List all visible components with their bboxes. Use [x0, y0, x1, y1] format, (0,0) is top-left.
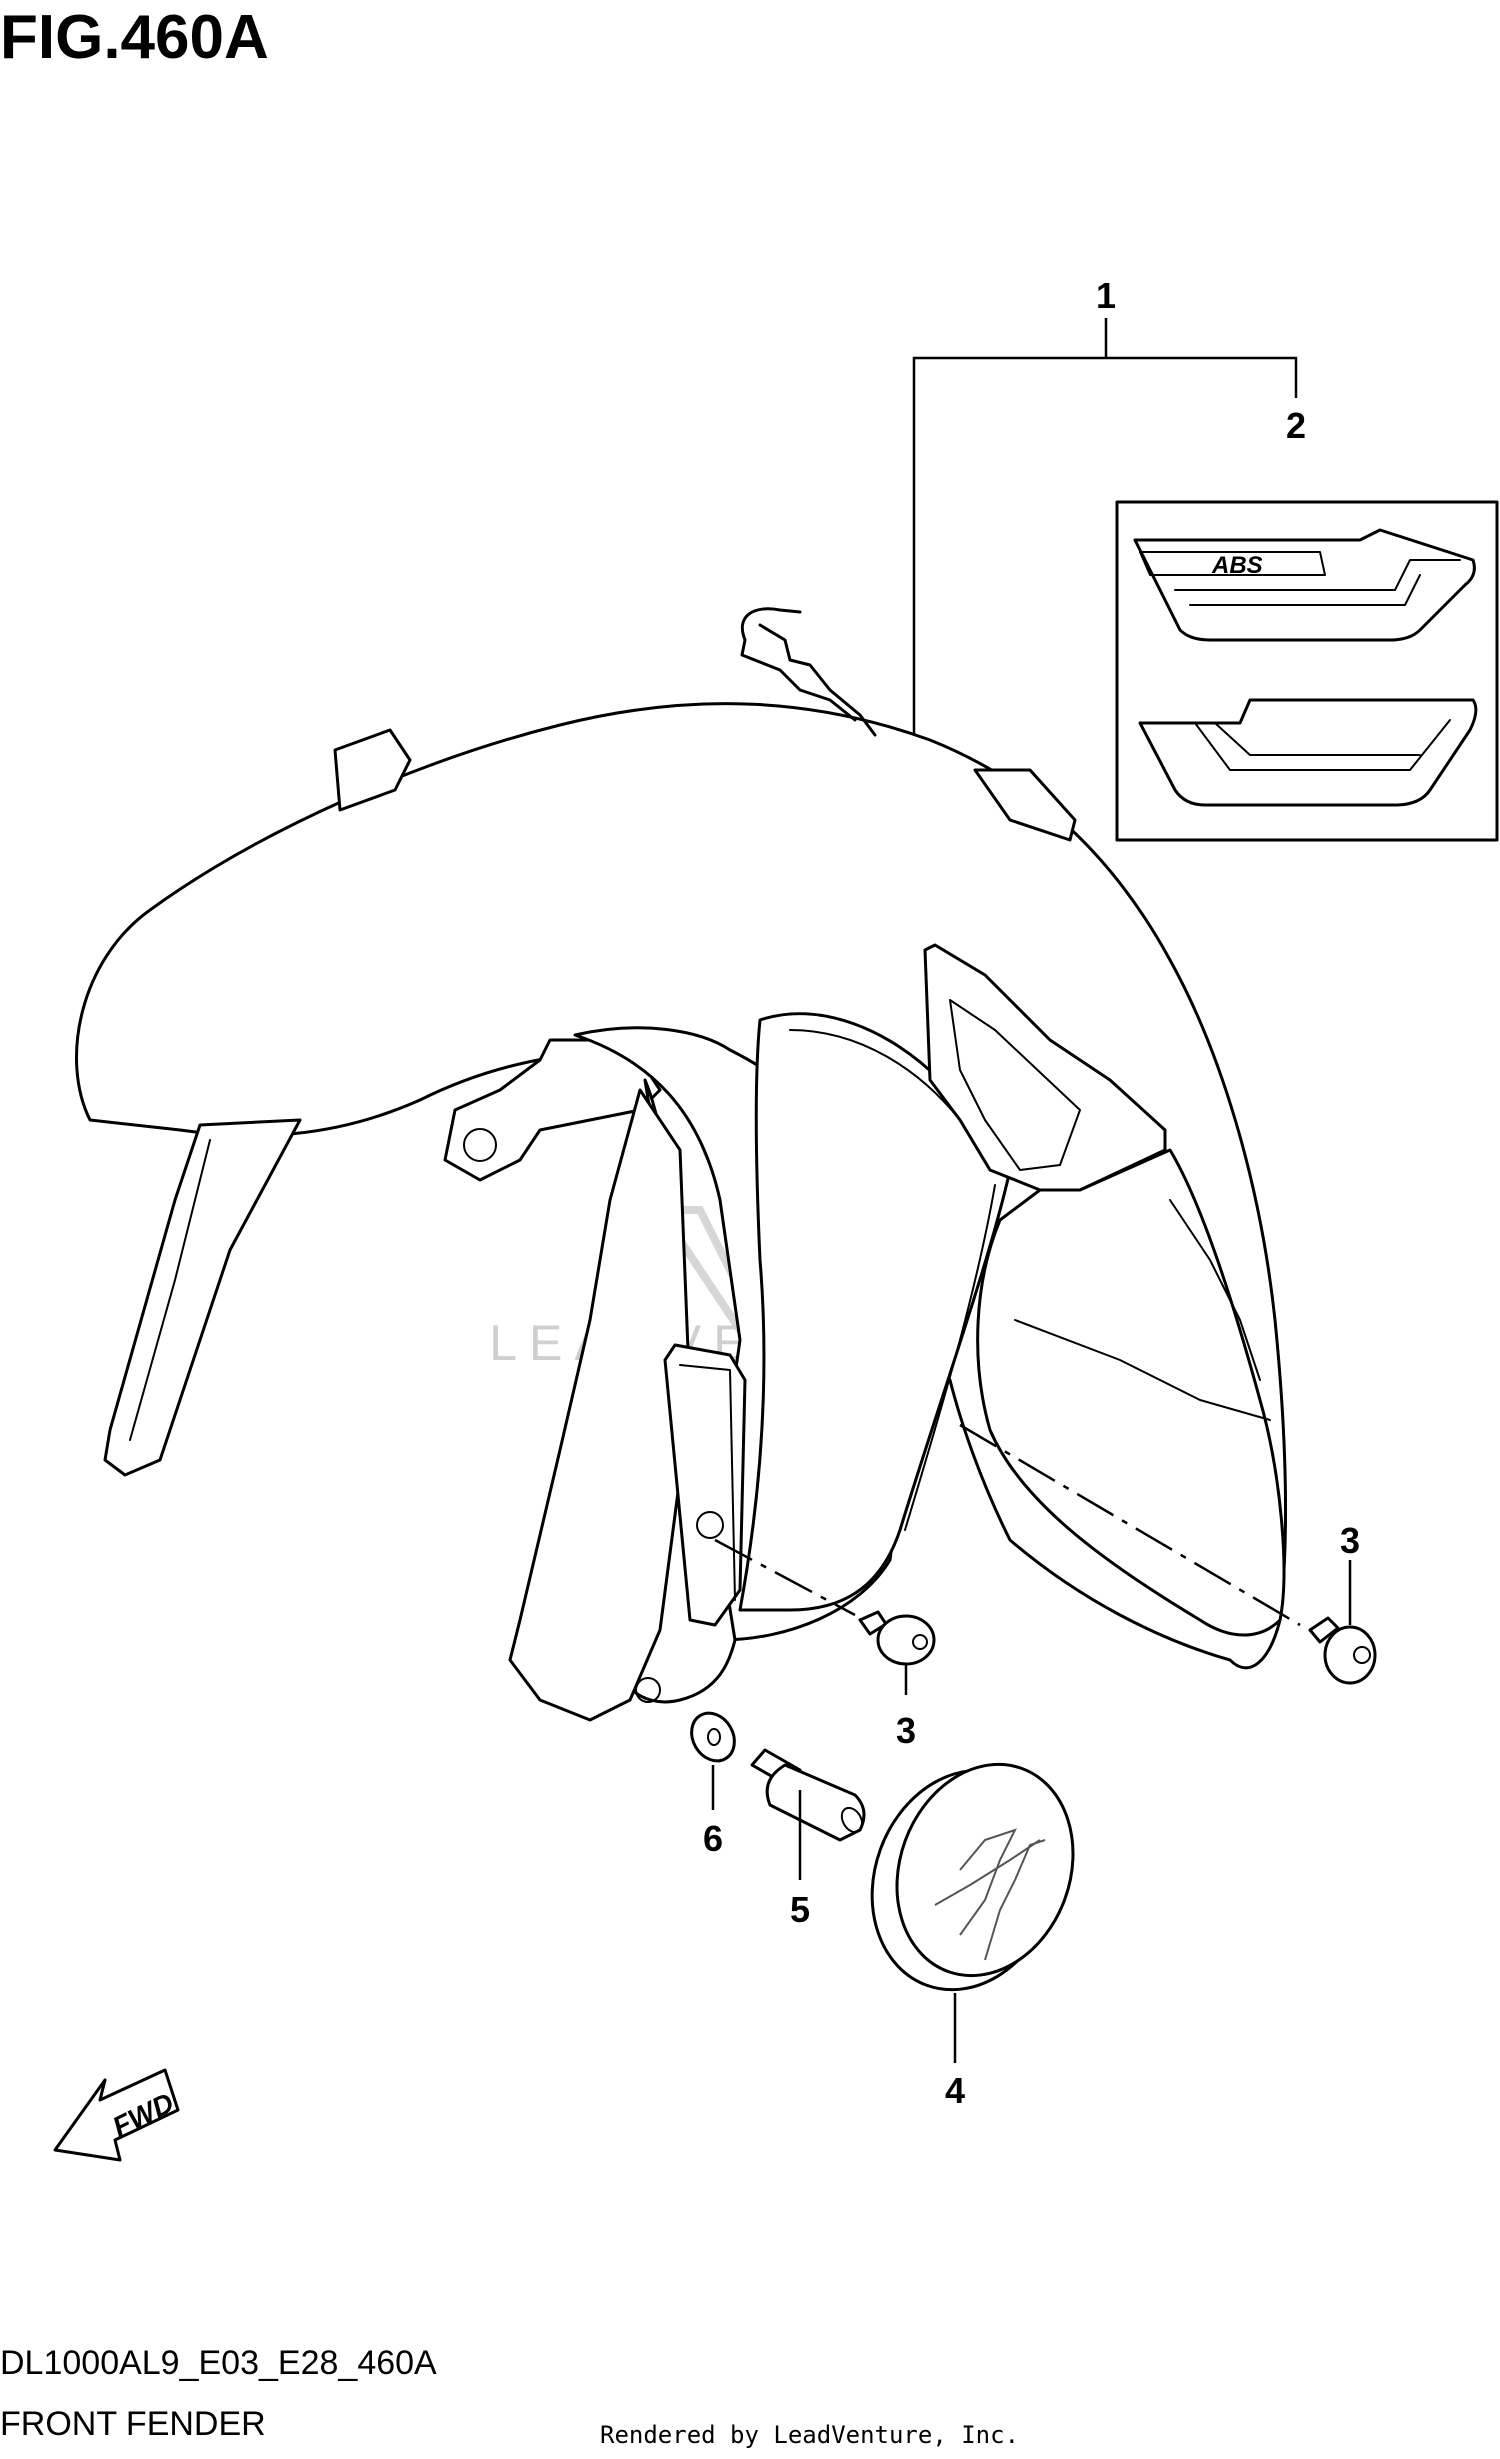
rendered-by: Rendered by LeadVenture, Inc.: [600, 2421, 1019, 2449]
screw-center: [714, 1538, 936, 1666]
spacer: [750, 1748, 866, 1842]
decal-box: [1115, 500, 1499, 842]
leader-lines: [711, 1560, 1352, 2063]
fender-cap: [870, 1762, 1075, 1992]
model-code: DL1000AL9_E03_E28_460A: [0, 2344, 437, 2382]
abs-logo-icon: ABS: [1139, 551, 1326, 579]
callout-6: 6: [703, 1818, 723, 1859]
decal-left: ABS: [1133, 528, 1476, 642]
front-fender: [75, 607, 1287, 1722]
callout-1-bracket: [912, 318, 1298, 738]
decal-right: [1138, 698, 1478, 807]
figure-title: FIG.460A: [0, 3, 269, 72]
screw-right: [959, 1423, 1377, 1685]
callout-3-center: 3: [896, 1710, 916, 1751]
fwd-arrow: FWD: [53, 2068, 180, 2162]
callout-3-right: 3: [1340, 1520, 1360, 1561]
callout-1: 1: [1096, 275, 1116, 316]
callout-4: 4: [945, 2070, 965, 2111]
callout-5: 5: [790, 1889, 810, 1930]
section-name: FRONT FENDER: [0, 2405, 266, 2443]
callout-2: 2: [1286, 405, 1306, 446]
decal-set: ABS: [1115, 500, 1499, 842]
emblem-icon: [934, 1828, 1046, 1961]
decal-logo-text: ABS: [1211, 552, 1263, 579]
washer: [690, 1711, 736, 1763]
